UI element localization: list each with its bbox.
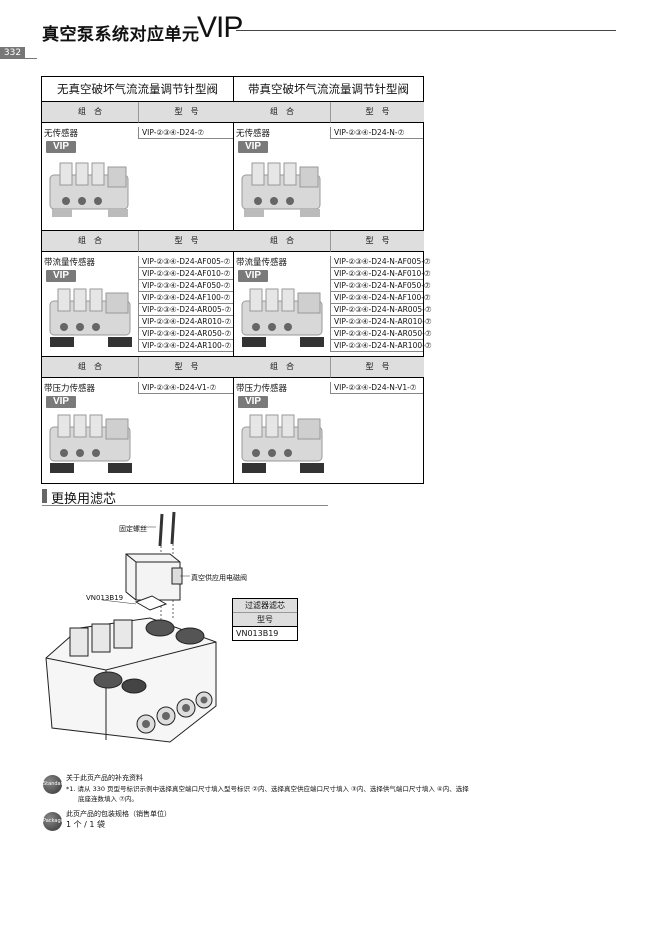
combo-head: 组 合 (234, 102, 330, 123)
product-photo (241, 414, 324, 473)
standard-icon: Standard (43, 775, 66, 794)
model-number: VIP-②③④-D24-N-AR050-⑦ (330, 328, 432, 340)
model-number: VIP-②③④-D24-AF010-⑦ (138, 268, 233, 280)
left-column-header: 无真空破坏气流流量调节针型阀 (42, 77, 233, 102)
vip-badge: VIP (46, 396, 76, 408)
combo-label: 带压力传感器 (236, 384, 288, 394)
model-number: VIP-②③④-D24-N-AF100-⑦ (330, 292, 431, 304)
combo-head: 组 合 (234, 231, 330, 252)
section-title: 更换用滤芯 (51, 492, 117, 507)
model-list: VIP-②③④-D24-N-⑦ (330, 127, 423, 139)
filter-table-model-head: 型号 (233, 613, 297, 627)
filter-table-title: 过滤器滤芯 (233, 599, 297, 613)
right-column-header: 带真空破坏气流流量调节针型阀 (234, 77, 423, 102)
model-number: VIP-②③④-D24-N-V1-⑦ (330, 382, 423, 394)
vip-badge: VIP (238, 396, 268, 408)
model-number: VIP-②③④-D24-AF100-⑦ (138, 292, 233, 304)
model-head: 型 号 (138, 102, 234, 123)
note-heading: 此页产品的包装规格（销售单位） (66, 810, 171, 818)
package-text: 1 个 / 1 袋 (66, 820, 106, 829)
callout-filter: VN013B19 (86, 594, 124, 602)
page-title-vip: VIP (197, 11, 243, 44)
model-list: VIP-②③④-D24-N-V1-⑦ (330, 382, 423, 394)
model-number: VIP-②③④-D24-N-AR005-⑦ (330, 304, 432, 316)
model-number: VIP-②③④-D24-V1-⑦ (138, 382, 233, 394)
package-icon: Package (43, 812, 64, 831)
model-list: VIP-②③④-D24-AF005-⑦ VIP-②③④-D24-AF010-⑦ … (138, 256, 233, 352)
combo-label: 带流量传感器 (236, 258, 288, 268)
page-title: 真空泵系统对应单元 (42, 25, 200, 45)
model-head: 型 号 (330, 357, 424, 378)
filter-table: 过滤器滤芯 型号 VN013B19 (232, 598, 298, 641)
model-number: VIP-②③④-D24-⑦ (138, 127, 233, 139)
vip-badge: VIP (46, 141, 76, 153)
vip-badge: VIP (238, 141, 268, 153)
combo-head: 组 合 (42, 357, 138, 378)
model-head: 型 号 (330, 102, 424, 123)
product-photo (241, 162, 321, 217)
filter-table-model: VN013B19 (236, 629, 279, 638)
note-text-cont: 底座连数填入 ⑦内。 (78, 795, 138, 803)
model-head: 型 号 (138, 231, 234, 252)
model-list: VIP-②③④-D24-V1-⑦ (138, 382, 233, 394)
model-head: 型 号 (138, 357, 234, 378)
row-divider (42, 356, 423, 357)
model-number: VIP-②③④-D24-N-AR010-⑦ (330, 316, 432, 328)
model-number: VIP-②③④-D24-AR010-⑦ (138, 316, 233, 328)
model-list: VIP-②③④-D24-N-AF005-⑦ VIP-②③④-D24-N-AF01… (330, 256, 432, 352)
title-rule (236, 30, 616, 31)
vip-badge: VIP (46, 270, 76, 282)
model-number: VIP-②③④-D24-AF050-⑦ (138, 280, 233, 292)
model-table: 无真空破坏气流流量调节针型阀 带真空破坏气流流量调节针型阀 组 合 型 号 组 … (41, 76, 432, 484)
combo-head: 组 合 (42, 231, 138, 252)
model-head: 型 号 (330, 231, 424, 252)
page-number-rule (25, 58, 37, 59)
callout-valve: 真空供应用电磁阀 (191, 574, 247, 582)
note-text: *1. 请从 330 页型号标识示例中选择真空端口尺寸填入型号标识 ②内、选择真… (66, 785, 469, 793)
product-photo (49, 414, 132, 473)
callout-screw: 固定螺丝 (119, 525, 147, 533)
note-heading: 关于此页产品的补充资料 (66, 774, 143, 782)
model-number: VIP-②③④-D24-AR005-⑦ (138, 304, 233, 316)
combo-head: 组 合 (234, 357, 330, 378)
center-divider (233, 77, 234, 483)
combo-label: 带压力传感器 (44, 384, 96, 394)
combo-label: 无传感器 (236, 129, 271, 139)
vip-badge: VIP (238, 270, 268, 282)
model-number: VIP-②③④-D24-AR100-⑦ (138, 340, 233, 352)
combo-label: 带流量传感器 (44, 258, 96, 268)
combo-head: 组 合 (42, 102, 138, 123)
model-number: VIP-②③④-D24-AF005-⑦ (138, 256, 233, 268)
combo-label: 无传感器 (44, 129, 79, 139)
product-photo (49, 162, 129, 217)
exploded-diagram (45, 511, 217, 743)
product-photo (241, 288, 324, 347)
product-photo (49, 288, 132, 347)
page-number: 332 (0, 47, 25, 59)
section-rule (42, 505, 328, 506)
model-number: VIP-②③④-D24-N-AF010-⑦ (330, 268, 431, 280)
model-number: VIP-②③④-D24-N-AF050-⑦ (330, 280, 431, 292)
model-number: VIP-②③④-D24-N-⑦ (330, 127, 423, 139)
model-number: VIP-②③④-D24-N-AF005-⑦ (330, 256, 431, 268)
model-number: VIP-②③④-D24-AR050-⑦ (138, 328, 233, 340)
model-number: VIP-②③④-D24-N-AR100-⑦ (330, 340, 432, 352)
section-marker (42, 489, 47, 503)
model-list: VIP-②③④-D24-⑦ (138, 127, 233, 139)
row-divider (42, 230, 423, 231)
